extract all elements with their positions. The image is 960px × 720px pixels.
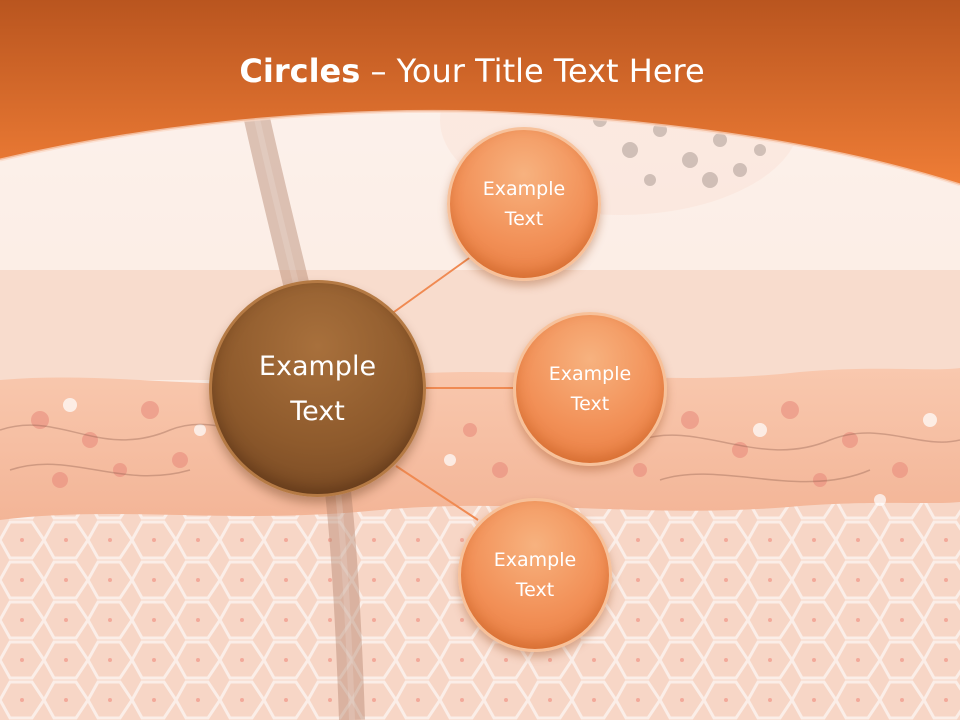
outer-circle-top: Example Text (447, 127, 601, 281)
slide-title: Circles – Your Title Text Here (0, 52, 944, 90)
outer-circle-bottom: Example Text (458, 498, 612, 652)
title-regular-part: – Your Title Text Here (360, 52, 705, 90)
center-circle: Example Text (209, 280, 426, 497)
outer-circle-middle-label: Example Text (548, 363, 632, 415)
connector-top (393, 255, 473, 313)
outer-circle-middle: Example Text (513, 312, 667, 466)
outer-circle-bottom-label: Example Text (493, 549, 577, 601)
connector-bottom (395, 465, 479, 521)
center-circle-label: Example Text (258, 350, 377, 427)
title-bold-part: Circles (239, 52, 361, 90)
outer-circle-top-label: Example Text (482, 178, 566, 230)
